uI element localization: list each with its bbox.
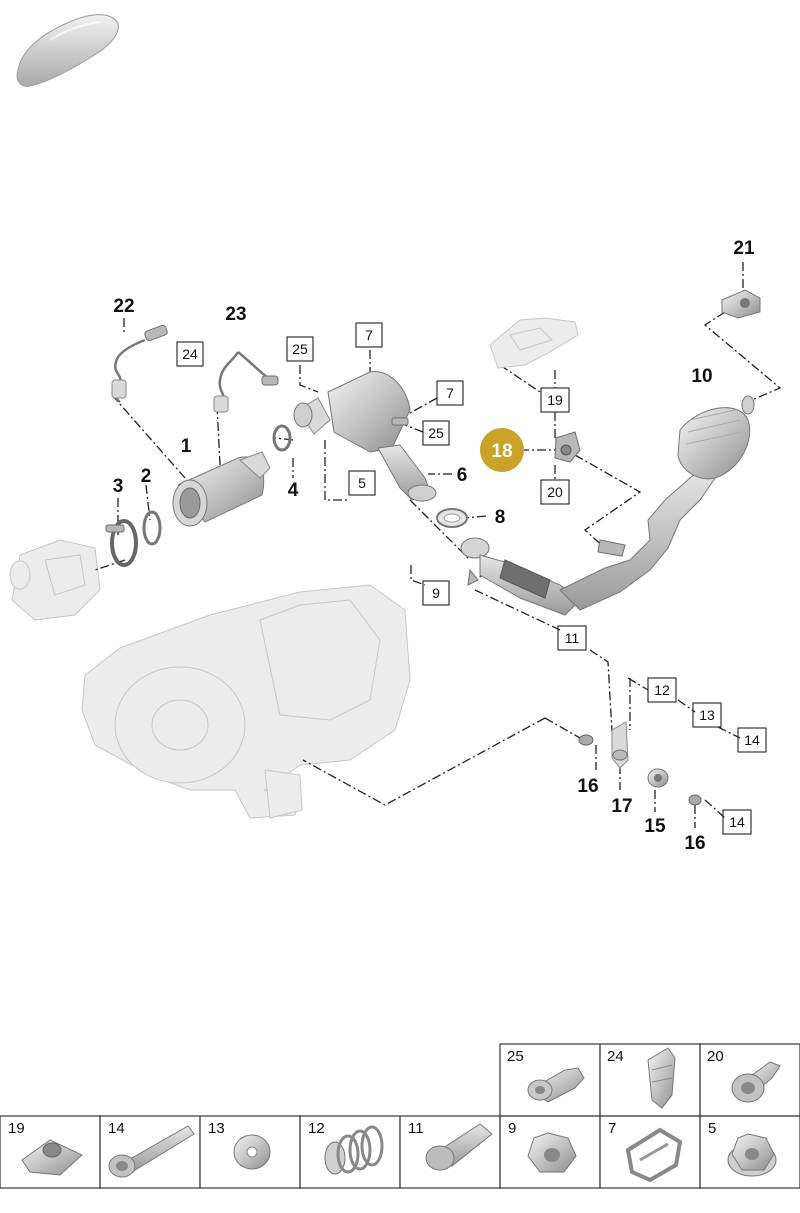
callout-20[interactable]: 20 [540,479,570,505]
parts-legend: 25 24 20 [0,1043,800,1189]
particulate-filter-6 [293,371,437,502]
svg-text:14: 14 [744,732,760,748]
svg-text:14: 14 [729,814,745,830]
svg-text:5: 5 [708,1120,716,1137]
callout-6[interactable]: 6 [457,465,468,486]
callout-14-top[interactable]: 14 [737,727,767,753]
washer-icon [233,1134,271,1170]
legend-cell-13[interactable]: 13 [199,1115,301,1189]
svg-text:20: 20 [547,484,563,500]
svg-text:25: 25 [507,1048,524,1065]
svg-text:7: 7 [446,385,454,401]
legend-cell-7[interactable]: 7 [599,1115,701,1189]
transmission-ghost [81,584,411,819]
gasket-8 [436,508,468,528]
clamp-3 [105,519,138,567]
svg-text:24: 24 [182,346,198,362]
svg-text:5: 5 [358,475,366,491]
svg-text:19: 19 [8,1120,25,1137]
leader-lines [94,262,782,828]
callout-14-bottom[interactable]: 14 [722,809,752,835]
bolt-short-icon [527,1067,585,1103]
hex-nut-icon [527,1132,577,1173]
callout-13[interactable]: 13 [692,702,722,728]
callout-7-top[interactable]: 7 [355,322,383,348]
svg-text:14: 14 [108,1120,125,1137]
bolt-hex-flange-icon [731,1061,781,1103]
svg-text:7: 7 [365,327,373,343]
callout-9[interactable]: 9 [422,580,450,606]
legend-cell-19[interactable]: 19 [0,1115,101,1189]
legend-cell-9[interactable]: 9 [499,1115,601,1189]
callout-2[interactable]: 2 [141,466,152,487]
svg-text:25: 25 [428,425,444,441]
bracket-19 [489,317,579,369]
lambda-sensor-22 [111,324,168,403]
callout-21[interactable]: 21 [733,238,755,259]
legend-cell-20[interactable]: 20 [699,1043,800,1117]
legend-cell-5[interactable]: 5 [699,1115,800,1189]
svg-text:9: 9 [508,1120,516,1137]
spring-clip-icon [625,1127,683,1183]
legend-cell-25[interactable]: 25 [499,1043,601,1117]
clip-icon [647,1047,676,1109]
callout-12[interactable]: 12 [647,677,677,703]
callout-1[interactable]: 1 [181,436,192,457]
catalytic-converter-1 [172,451,271,527]
callout-24[interactable]: 24 [176,341,204,367]
svg-text:9: 9 [432,585,440,601]
exhaust-pipe-11 [460,537,581,616]
callout-22[interactable]: 22 [113,296,134,317]
callout-16-left[interactable]: 16 [577,776,598,797]
legend-cell-11[interactable]: 11 [399,1115,501,1189]
seal-ring-2 [142,510,162,546]
callout-17[interactable]: 17 [611,796,632,817]
svg-text:12: 12 [308,1120,325,1137]
svg-text:20: 20 [707,1048,724,1065]
callout-7-side[interactable]: 7 [436,380,464,406]
callout-16-right[interactable]: 16 [684,833,705,854]
hex-nut-flange-icon [727,1133,777,1177]
callout-labels: 22 23 21 10 1 2 3 4 6 8 16 17 15 16 24 2… [113,238,767,854]
callout-15[interactable]: 15 [644,816,666,837]
svg-text:11: 11 [565,630,580,646]
spring-icon [324,1125,384,1175]
svg-text:13: 13 [699,707,715,723]
callout-10[interactable]: 10 [691,366,712,387]
svg-text:18: 18 [491,441,512,462]
callout-25-side[interactable]: 25 [422,420,450,446]
legend-cell-12[interactable]: 12 [299,1115,401,1189]
speed-nut-icon [21,1139,83,1176]
callout-18-highlight[interactable]: 18 [480,428,524,472]
engine-ghost [9,539,101,621]
seal-ring-4 [272,424,292,452]
vehicle-thumbnail-icon [16,14,119,87]
svg-text:13: 13 [208,1120,225,1137]
hanger-21 [721,289,761,319]
callout-5[interactable]: 5 [348,470,376,496]
silencer-10 [559,395,755,611]
mount-18 [554,431,581,463]
svg-text:12: 12 [654,682,670,698]
svg-text:25: 25 [292,341,308,357]
stud-icon [425,1123,493,1171]
callout-8[interactable]: 8 [495,507,506,528]
lambda-sensor-23 [213,351,279,413]
callout-25-top[interactable]: 25 [286,336,314,362]
bolt-long-icon [108,1125,195,1178]
callout-3[interactable]: 3 [113,476,124,497]
svg-text:19: 19 [547,392,563,408]
hardware-cluster [578,721,702,806]
callout-23[interactable]: 23 [225,304,246,325]
legend-cell-14[interactable]: 14 [99,1115,201,1189]
svg-text:24: 24 [607,1048,624,1065]
callout-4[interactable]: 4 [288,480,299,501]
svg-text:7: 7 [608,1120,616,1137]
callout-11[interactable]: 11 [557,625,587,651]
callout-19[interactable]: 19 [540,387,570,413]
legend-cell-24[interactable]: 24 [599,1043,701,1117]
svg-text:11: 11 [408,1120,424,1137]
